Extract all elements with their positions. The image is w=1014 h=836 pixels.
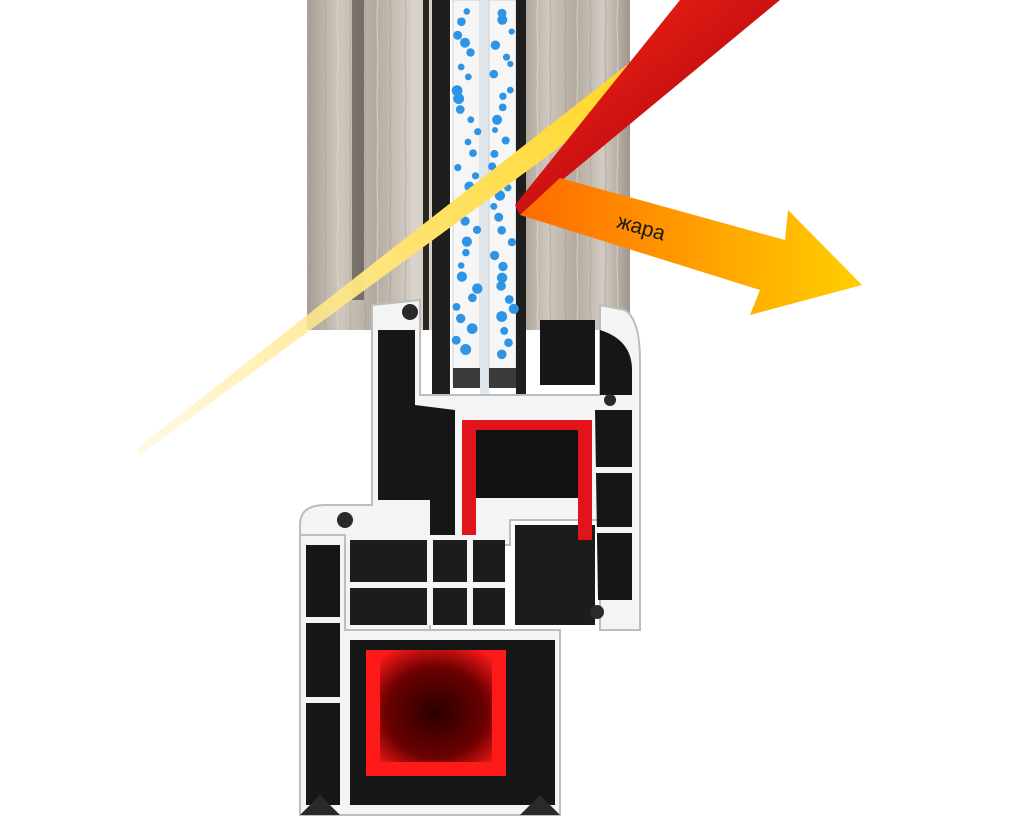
desiccant-granule [503,54,510,61]
desiccant-granule [509,304,519,314]
desiccant-granule [492,127,498,133]
desiccant-granule [492,115,502,125]
desiccant-granule [453,31,462,40]
desiccant-granule [469,149,477,157]
desiccant-granule [497,226,506,235]
desiccant-granule [499,93,506,100]
desiccant-granule [509,29,515,35]
desiccant-granule [507,61,513,67]
desiccant-granule [457,17,466,26]
desiccant-granule [490,251,499,260]
desiccant-granule [456,105,465,114]
desiccant-granule [465,74,472,81]
desiccant-granule [456,314,465,323]
desiccant-granule [474,128,481,135]
desiccant-granule [454,164,461,171]
desiccant-granule [457,272,467,282]
desiccant-granule [496,281,506,291]
desiccant-granule [494,213,503,222]
desiccant-granule [464,8,471,15]
desiccant-granule [458,262,465,269]
desiccant-granule [453,93,464,104]
desiccant-granule [490,70,499,79]
desiccant-granule [508,238,516,246]
desiccant-granule [504,338,513,347]
desiccant-granule [498,262,507,271]
frame-steel-reinforcement [366,650,506,776]
desiccant-granule [462,249,469,256]
desiccant-granule [490,150,498,158]
desiccant-granule [505,295,514,304]
desiccant-granule [507,87,514,94]
desiccant-granule [472,283,482,293]
desiccant-granule [453,303,461,311]
desiccant-granule [460,344,471,355]
desiccant-granule [497,350,507,360]
desiccant-granule [458,64,465,71]
desiccant-granule [466,48,474,56]
desiccant-granule [452,336,461,345]
desiccant-granule [465,139,472,146]
desiccant-granule [491,41,500,50]
desiccant-granule [500,327,508,335]
desiccant-granule [473,226,481,234]
desiccant-granule [496,311,507,322]
desiccant-granule [490,203,497,210]
desiccant-granule [502,137,510,145]
desiccant-granule [499,104,507,112]
desiccant-granule [460,38,470,48]
desiccant-granule [472,172,479,179]
desiccant-granule [497,15,507,25]
desiccant-granule [467,323,478,334]
desiccant-granule [462,237,472,247]
desiccant-granule [468,293,477,302]
desiccant-granule [467,116,474,123]
